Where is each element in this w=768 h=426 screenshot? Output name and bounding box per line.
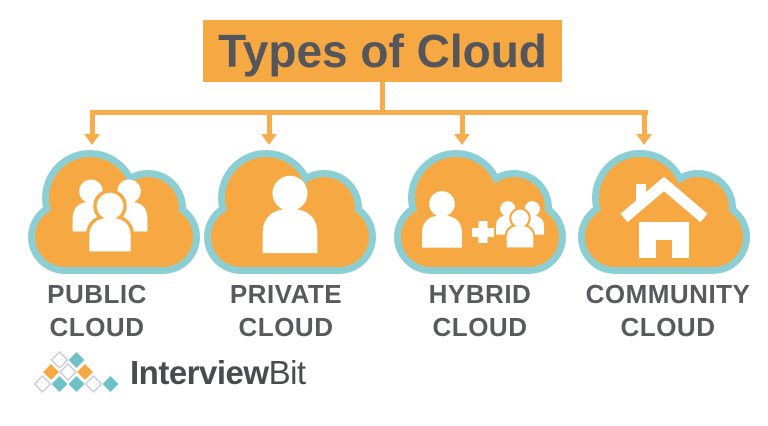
- label-line: CLOUD: [49, 312, 145, 342]
- plus-icon: [472, 221, 494, 243]
- house-icon: [620, 176, 708, 258]
- label-line: CLOUD: [238, 312, 334, 342]
- label-community-cloud: COMMUNITY CLOUD: [580, 278, 756, 344]
- interviewbit-logo: InterviewBit: [34, 350, 306, 396]
- page-title: Types of Cloud: [218, 25, 547, 77]
- public-cloud-shape: [28, 150, 200, 274]
- logo-wordmark: InterviewBit: [130, 354, 306, 392]
- title-box: Types of Cloud: [203, 20, 562, 82]
- arrow-down-icon: [454, 134, 470, 145]
- connector-horizontal-line: [91, 110, 648, 115]
- label-hybrid-cloud: HYBRID CLOUD: [392, 278, 568, 344]
- connector-drop-line: [267, 110, 272, 136]
- arrow-down-icon: [84, 134, 100, 145]
- label-line: PRIVATE: [229, 279, 343, 309]
- logo-text-bit: Bit: [268, 354, 307, 391]
- connector-stub-line: [380, 82, 385, 113]
- label-line: CLOUD: [620, 312, 716, 342]
- arrow-down-icon: [261, 134, 277, 145]
- community-cloud-shape: [578, 150, 750, 274]
- connector-drop-line: [460, 110, 465, 136]
- label-line: HYBRID: [428, 279, 532, 309]
- connector-drop-line: [90, 110, 95, 136]
- label-line: CLOUD: [432, 312, 528, 342]
- hybrid-cloud-shape: [394, 150, 566, 274]
- label-public-cloud: PUBLIC CLOUD: [9, 278, 185, 344]
- label-private-cloud: PRIVATE CLOUD: [198, 278, 374, 344]
- diamond-pyramid-icon: [34, 351, 119, 393]
- label-line: COMMUNITY: [585, 279, 751, 309]
- person-plus-group-icon: [422, 191, 544, 248]
- logo-text-interview: Interview: [130, 354, 269, 391]
- arrow-down-icon: [636, 134, 652, 145]
- private-cloud-shape: [204, 150, 376, 274]
- connector-drop-line: [642, 110, 647, 136]
- label-line: PUBLIC: [47, 279, 147, 309]
